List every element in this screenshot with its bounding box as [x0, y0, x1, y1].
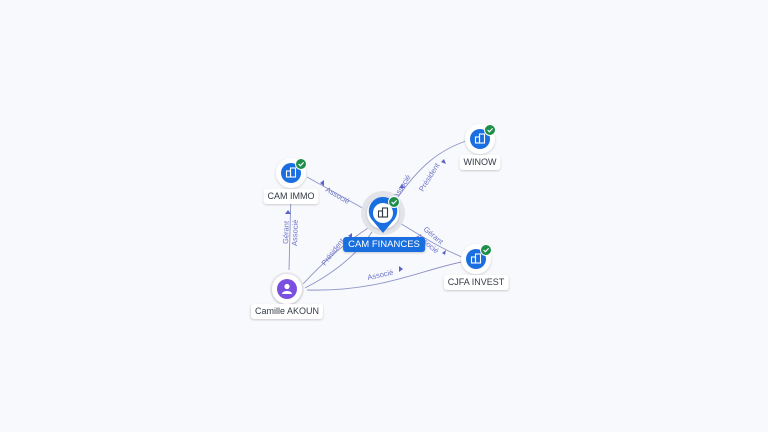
edge-person-center[interactable]	[302, 227, 369, 285]
verified-check-icon	[295, 158, 307, 170]
node-camille-akoun[interactable]	[270, 272, 304, 306]
edge-center-cjfa[interactable]	[397, 221, 463, 258]
node-label-cam-finances[interactable]: CAM FINANCES	[343, 237, 425, 252]
edge-arrows	[285, 159, 446, 272]
node-cam-finances[interactable]	[361, 191, 405, 235]
verified-check-icon	[388, 196, 400, 208]
edge-person-immo[interactable]	[288, 191, 292, 271]
node-cam-immo[interactable]	[276, 158, 307, 188]
node-cjfa-invest[interactable]	[461, 244, 492, 274]
edges	[288, 140, 467, 291]
edge-center-immo[interactable]	[306, 176, 367, 211]
edge-person-cjfa[interactable]	[306, 261, 463, 291]
verified-check-icon	[480, 244, 492, 256]
verified-check-icon	[484, 124, 496, 136]
edge-label-person-immo-1: Gérant	[281, 220, 291, 244]
node-label-cjfa-invest[interactable]: CJFA INVEST	[443, 275, 509, 290]
edge-label-person-immo-2: Associé	[290, 220, 300, 247]
building-icon	[474, 133, 486, 144]
building-icon	[470, 253, 482, 264]
node-label-cam-immo[interactable]: CAM IMMO	[263, 189, 319, 204]
edge-label-center-winow: Président	[417, 161, 442, 193]
node-label-camille-akoun[interactable]: Camille AKOUN	[250, 304, 324, 319]
person-icon	[282, 283, 292, 294]
building-icon	[285, 167, 297, 178]
edge-label-person-cjfa: Associé	[367, 268, 395, 282]
building-icon	[377, 207, 389, 218]
node-winow[interactable]	[465, 124, 496, 154]
edge-label-center-immo: Associé	[324, 185, 351, 206]
node-label-winow[interactable]: WINOW	[459, 155, 501, 170]
edge-center-winow[interactable]	[395, 140, 467, 201]
